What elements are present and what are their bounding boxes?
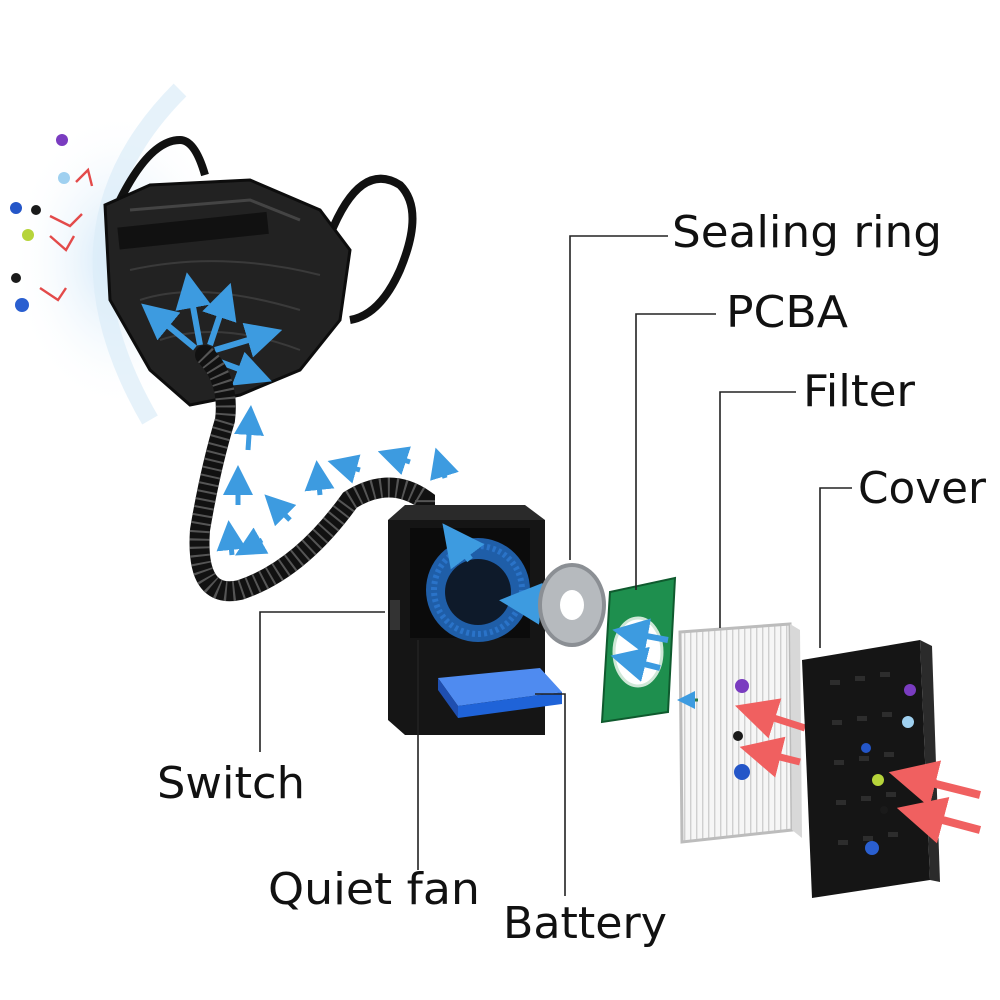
label-pcba: PCBA: [726, 287, 848, 338]
label-switch: Switch: [157, 758, 305, 809]
particle-icon: [861, 743, 871, 753]
label-filter: Filter: [803, 366, 916, 417]
leader-lines: [259, 235, 852, 896]
mask-icon: [103, 135, 417, 407]
particle-icon: [56, 134, 68, 146]
label-battery: Battery: [503, 898, 667, 949]
particle-icon: [15, 298, 29, 312]
particle-icon: [734, 764, 750, 780]
switch-icon: [390, 600, 400, 630]
particle-icon: [880, 806, 888, 814]
leader-battery: [535, 693, 566, 896]
pcb-icon: [600, 576, 677, 724]
fan-icon: [426, 523, 556, 642]
battery-icon: [438, 668, 562, 718]
leader-filter: [719, 391, 796, 628]
leader-pcba: [635, 313, 716, 590]
particle-icon: [902, 716, 914, 728]
particle-icon: [733, 731, 743, 741]
particle-group: [10, 134, 94, 312]
particle-icon: [31, 205, 41, 215]
particle-icon: [735, 679, 749, 693]
particle-icon: [872, 774, 884, 786]
cover-icon: [802, 640, 982, 898]
leader-sealing-ring: [569, 235, 668, 560]
particle-icon: [10, 202, 22, 214]
label-cover: Cover: [858, 463, 987, 514]
particle-icon: [11, 273, 21, 283]
sealing-ring-icon: [538, 563, 606, 647]
leader-switch: [259, 611, 385, 752]
label-quiet-fan: Quiet fan: [268, 864, 480, 915]
hose-icon: [189, 345, 459, 602]
particle-icon: [904, 684, 916, 696]
particle-icon: [865, 841, 879, 855]
filter-icon: [677, 622, 807, 844]
label-sealing-ring: Sealing ring: [672, 207, 942, 258]
particle-icon: [58, 172, 70, 184]
leader-cover: [819, 487, 852, 648]
particle-icon: [22, 229, 34, 241]
